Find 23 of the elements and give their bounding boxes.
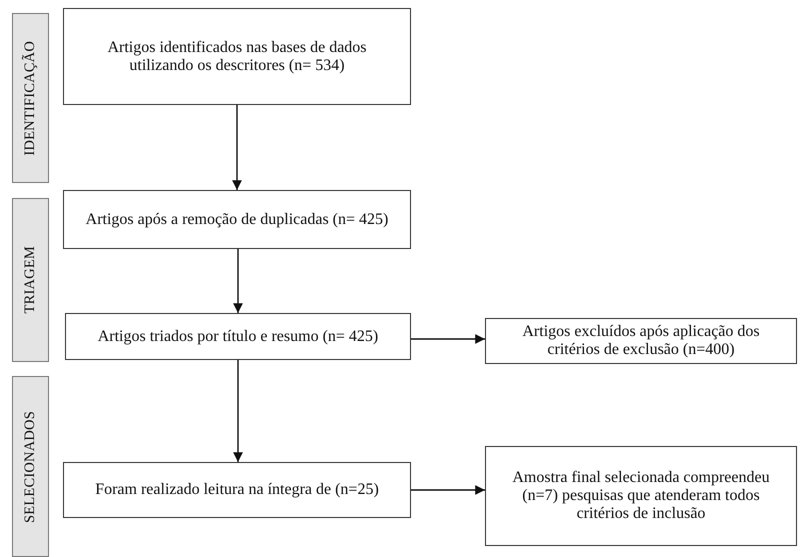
process-box [65, 313, 411, 360]
process-box [63, 8, 411, 105]
stage-band [12, 376, 49, 557]
box-text: Foram realizado leitura na íntegra de (n=25) [95, 481, 379, 499]
process-box [485, 318, 797, 364]
process-box [63, 190, 411, 249]
stage-band [12, 198, 49, 362]
box-text: Artigos excluídos após aplicação dos critérios de exclusão (n=400) [521, 323, 761, 359]
process-box [485, 446, 797, 546]
arrow [232, 105, 242, 190]
stage-band [12, 13, 49, 183]
stage-label: SELECIONADOS [22, 410, 39, 522]
box-text: Artigos triados por título e resumo (n= 425) [98, 328, 378, 346]
box-text: Artigos identificados nas bases de dados utilizando os descritores (n= 534) [106, 38, 368, 74]
stage-label: IDENTIFICAÇÃO [22, 40, 39, 156]
arrow [411, 485, 485, 495]
arrow [233, 360, 243, 462]
box-text: Amostra final selecionada compreendeu (n=7) pesquisas que atenderam todos critérios de inclusão [511, 469, 771, 523]
process-box [63, 462, 411, 518]
stage-label: TRIAGEM [22, 246, 39, 314]
arrow [411, 334, 485, 344]
box-text: Artigos após a remoção de duplicadas (n= 425) [86, 210, 388, 228]
arrow [233, 249, 243, 313]
